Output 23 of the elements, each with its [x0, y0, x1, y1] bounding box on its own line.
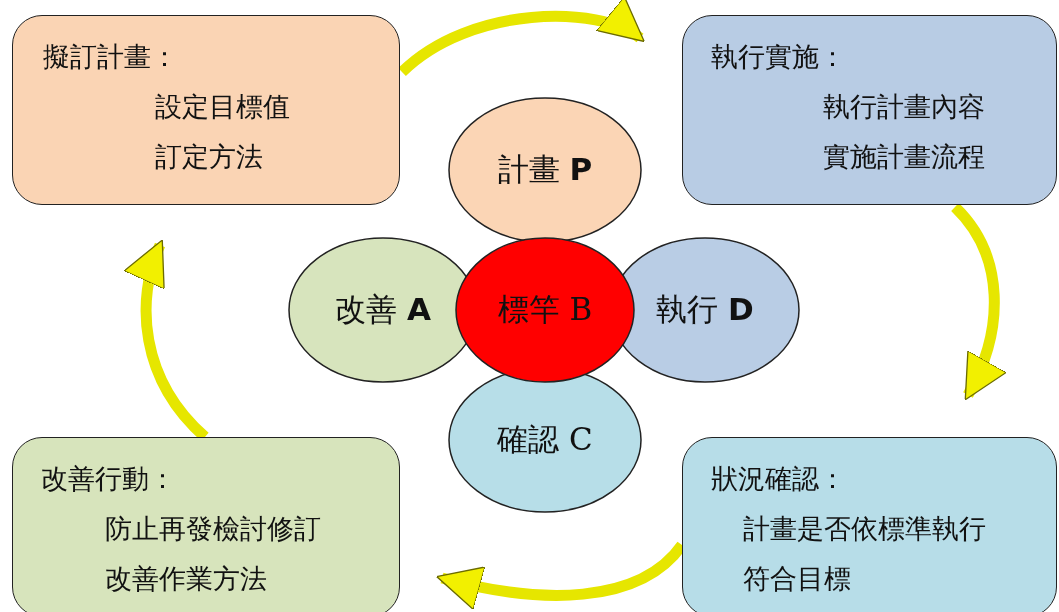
list-item: 改善作業方法 [105, 562, 267, 596]
box-heading: 擬訂計畫： [43, 40, 178, 74]
ellipse-label: 確認 C [496, 420, 594, 459]
list-item: 計畫是否依標準執行 [743, 512, 986, 546]
box-heading: 改善行動： [41, 462, 176, 496]
ellipse-label: 改善 A [334, 290, 432, 329]
list-item: 執行計畫內容 [823, 90, 985, 124]
list-item: 實施計畫流程 [823, 140, 985, 174]
ellipse-label: 標竿 B [496, 290, 594, 329]
curved-arrow [950, 203, 1006, 401]
ellipse-label: 計畫 P [496, 150, 594, 189]
list-item: 符合目標 [743, 562, 851, 596]
list-item: 防止再發檢討修訂 [105, 512, 321, 546]
curved-arrow [398, 0, 646, 77]
rounded-box [682, 437, 1057, 612]
list-item: 訂定方法 [155, 140, 263, 174]
ellipse-label: 執行 D [655, 290, 755, 329]
list-item: 設定目標值 [155, 90, 290, 124]
rounded-box [682, 15, 1057, 205]
box-heading: 執行實施： [711, 40, 846, 74]
box-heading: 狀況確認： [711, 462, 846, 496]
rounded-box [12, 437, 400, 612]
rounded-box [12, 15, 400, 205]
